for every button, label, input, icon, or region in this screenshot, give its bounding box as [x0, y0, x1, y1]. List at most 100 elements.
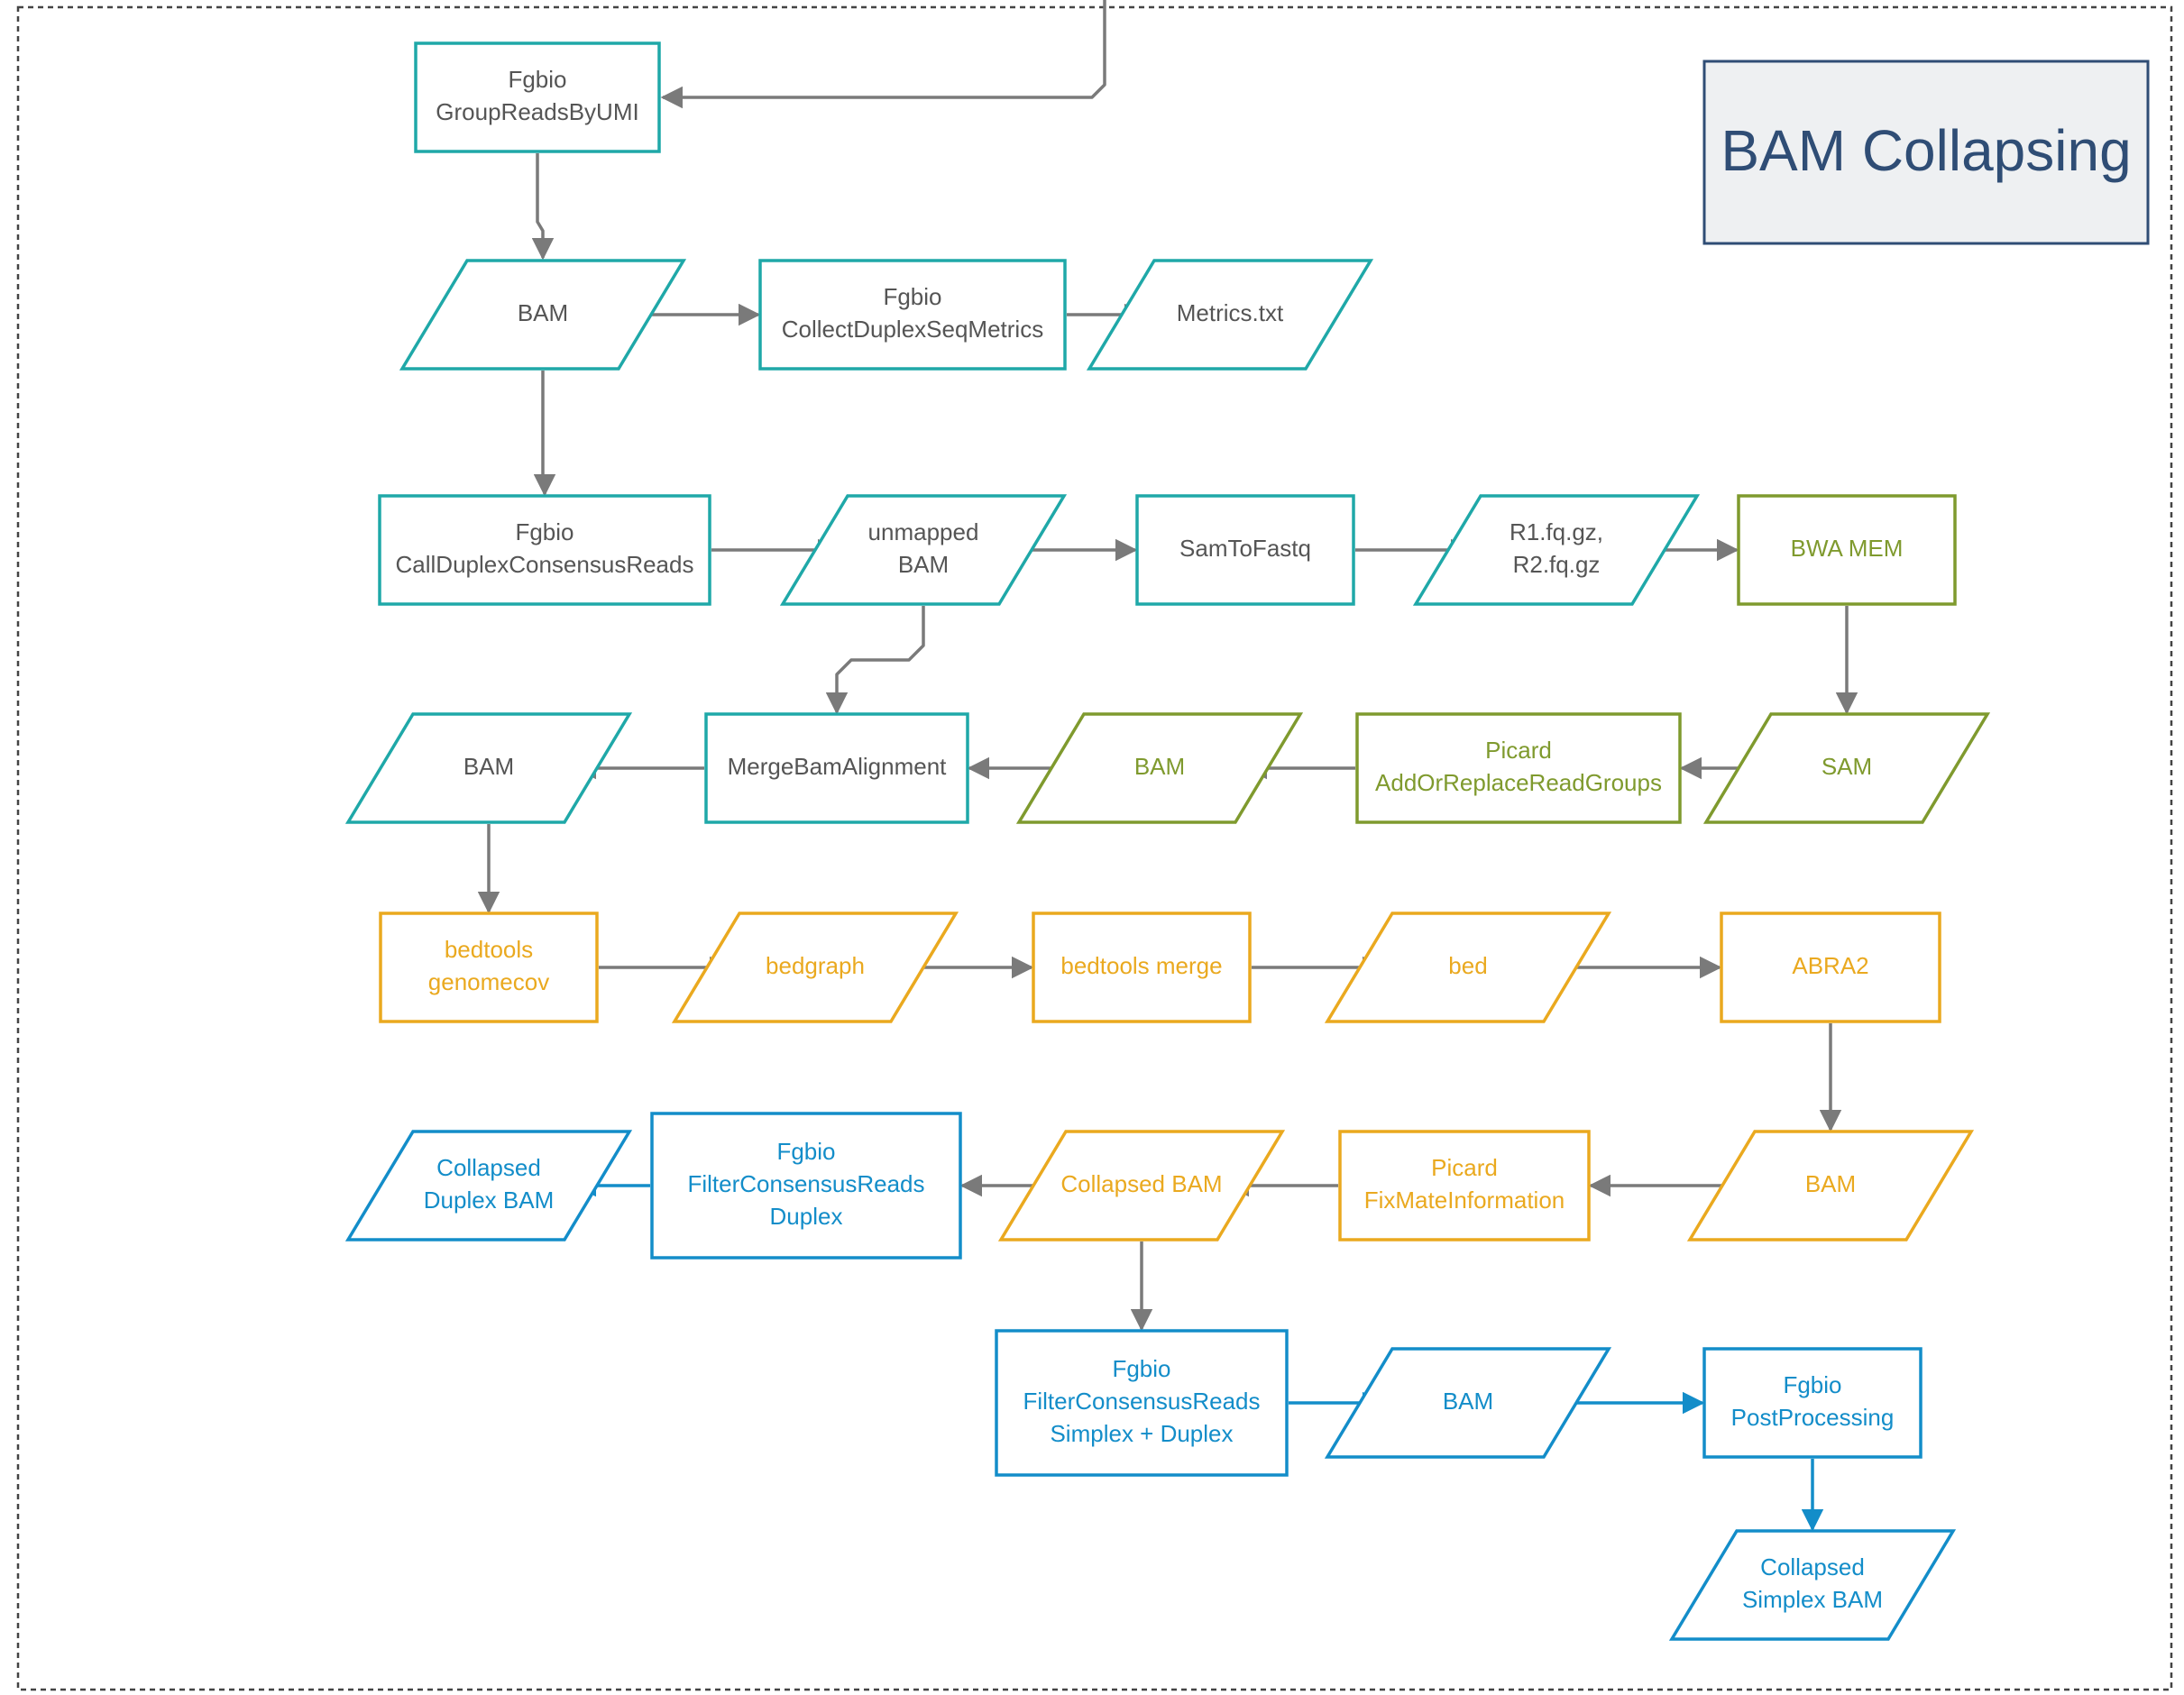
process-node-sam-to-fastq: SamToFastq [1135, 494, 1355, 606]
data-parallelogram [1324, 912, 1612, 1023]
data-parallelogram [399, 259, 687, 371]
process-box [378, 494, 711, 606]
process-box [414, 41, 661, 153]
data-parallelogram [671, 912, 959, 1023]
node-label: Fgbio [1783, 1371, 1841, 1398]
title-box-rect [1702, 60, 2150, 245]
node-label: BAM [1443, 1388, 1493, 1415]
node-label: bedtools merge [1060, 952, 1222, 979]
process-node-abra2: ABRA2 [1720, 912, 1941, 1023]
data-node-bam-abra: BAM [1686, 1130, 1975, 1241]
node-label: CollectDuplexSeqMetrics [782, 316, 1043, 343]
node-label: AddOrReplaceReadGroups [1375, 769, 1662, 796]
node-label: Picard [1485, 737, 1552, 764]
process-box [1737, 494, 1957, 606]
process-box [1355, 712, 1682, 824]
node-label: BAM [898, 551, 949, 578]
data-node-bam-rg: BAM [1015, 712, 1304, 824]
data-parallelogram [1668, 1529, 1957, 1641]
data-parallelogram [997, 1130, 1286, 1241]
page-title: BAM Collapsing [1721, 118, 2131, 183]
process-box [1702, 1347, 1922, 1459]
data-node-fastq: R1.fq.gz, R2.fq.gz [1412, 494, 1701, 606]
node-label: Picard [1431, 1154, 1498, 1181]
node-label: PostProcessing [1731, 1404, 1895, 1431]
node-label: BAM [1805, 1170, 1856, 1197]
node-label: Simplex + Duplex [1050, 1420, 1233, 1447]
node-label: R2.fq.gz [1513, 551, 1601, 578]
node-label: SamToFastq [1179, 535, 1311, 562]
data-parallelogram [1412, 494, 1701, 606]
node-label: Fgbio [883, 283, 941, 310]
data-parallelogram [779, 494, 1068, 606]
node-label: ABRA2 [1792, 952, 1868, 979]
process-node-bwa-mem: BWA MEM [1737, 494, 1957, 606]
node-label: FilterConsensusReads [1023, 1388, 1260, 1415]
edge-incoming-to-group-reads [660, 0, 1106, 109]
process-box [1032, 912, 1252, 1023]
data-node-sam: SAM [1702, 712, 1991, 824]
process-box [379, 912, 599, 1023]
node-label: Metrics.txt [1177, 299, 1284, 326]
process-box [1720, 912, 1941, 1023]
node-label: Fgbio [515, 518, 574, 545]
nodes-layer: FgbioGroupReadsByUMIBAMFgbioCollectDuple… [344, 41, 1991, 1641]
node-label: BAM [463, 753, 514, 780]
title-box: BAM Collapsing [1702, 60, 2150, 245]
node-label: genomecov [428, 968, 549, 995]
data-node-metrics-txt: Metrics.txt [1086, 259, 1374, 371]
process-node-merge-bam: MergeBamAlignment [704, 712, 969, 824]
process-box [1135, 494, 1355, 606]
node-label: Collapsed BAM [1060, 1170, 1222, 1197]
node-label: Fgbio [1112, 1355, 1170, 1382]
process-box [704, 712, 969, 824]
process-box [1338, 1130, 1591, 1241]
data-node-bedgraph: bedgraph [671, 912, 959, 1023]
node-label: MergeBamAlignment [728, 753, 948, 780]
data-parallelogram [1086, 259, 1374, 371]
data-parallelogram [1324, 1347, 1612, 1459]
node-label: bed [1448, 952, 1487, 979]
edge-unmapped-bam-to-merge-bam [825, 606, 925, 715]
data-node-bed: bed [1324, 912, 1612, 1023]
data-parallelogram [1702, 712, 1991, 824]
node-label: Duplex BAM [424, 1186, 555, 1214]
node-label: Duplex [770, 1203, 843, 1230]
node-label: GroupReadsByUMI [436, 98, 638, 125]
node-label: FixMateInformation [1364, 1186, 1565, 1214]
process-box [650, 1112, 962, 1260]
data-parallelogram [344, 1130, 633, 1241]
data-node-collapsed-bam: Collapsed BAM [997, 1130, 1286, 1241]
data-parallelogram [1686, 1130, 1975, 1241]
node-label: R1.fq.gz, [1510, 518, 1603, 545]
node-label: Fgbio [776, 1138, 835, 1165]
node-label: bedgraph [766, 952, 865, 979]
process-box [758, 259, 1067, 371]
dashed-frame [16, 5, 2173, 1691]
node-label: BAM [1134, 753, 1185, 780]
node-label: BWA MEM [1791, 535, 1904, 562]
node-label: Collapsed [436, 1154, 541, 1181]
node-label: unmapped [868, 518, 979, 545]
node-label: BAM [518, 299, 568, 326]
node-label: Simplex BAM [1742, 1586, 1883, 1613]
edge-bam-1-to-call-consensus [533, 371, 556, 497]
edge-group-reads-to-bam-1 [531, 153, 555, 261]
process-node-bed-merge: bedtools merge [1032, 912, 1252, 1023]
node-label: Collapsed [1760, 1553, 1865, 1580]
data-node-bam-1: BAM [399, 259, 687, 371]
data-parallelogram [344, 712, 633, 824]
